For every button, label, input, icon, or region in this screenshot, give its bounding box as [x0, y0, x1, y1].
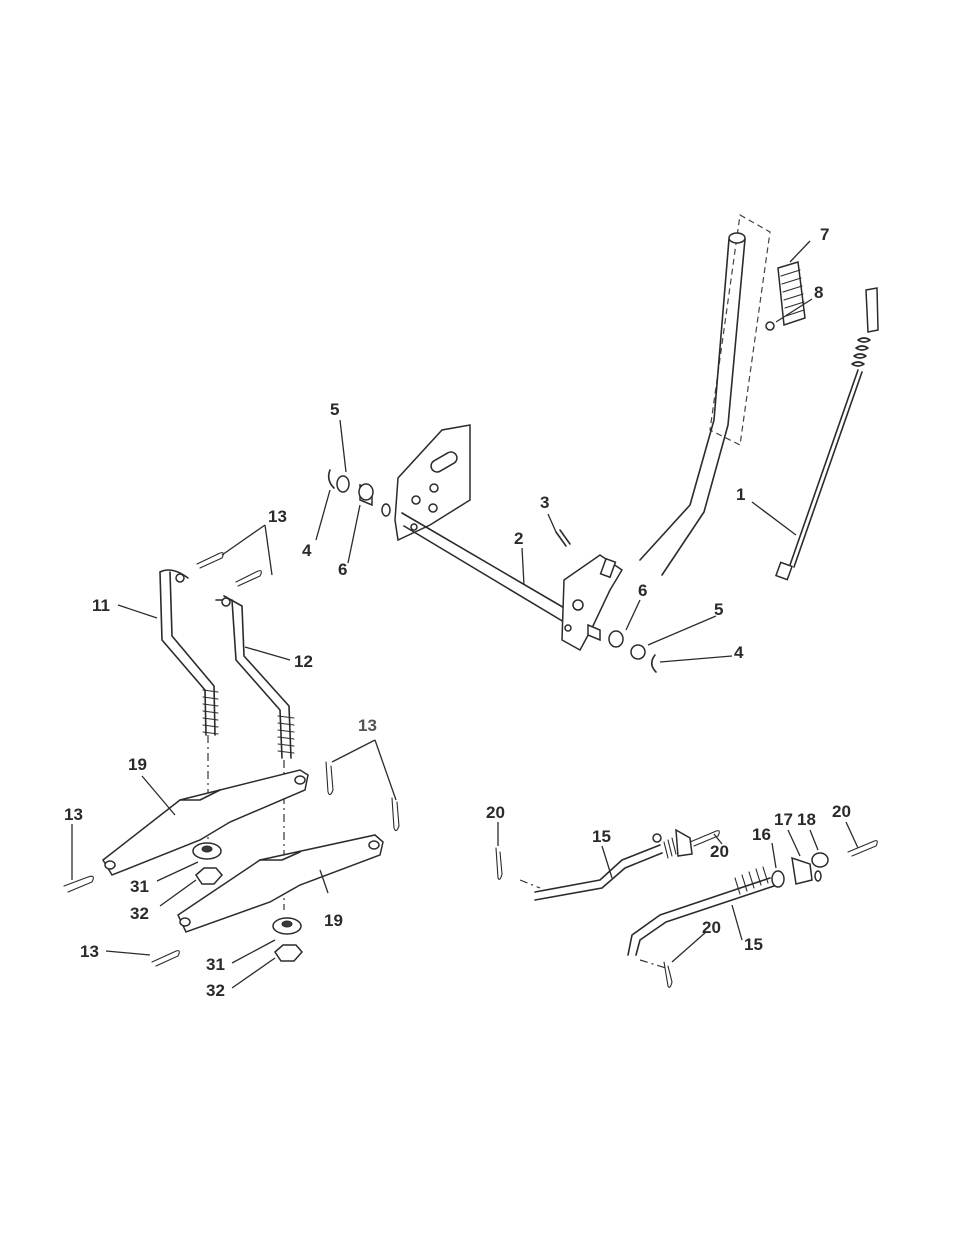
adjustment-rod-upper	[535, 830, 692, 900]
callout-8: 8	[814, 283, 823, 302]
callout-13-left: 13	[64, 805, 83, 824]
callout-4-right: 4	[734, 643, 744, 662]
callout-31-upper: 31	[130, 877, 149, 896]
callout-32-lower: 32	[206, 981, 225, 1000]
callout-32-upper: 32	[130, 904, 149, 923]
adjuster-hardware	[772, 853, 828, 887]
lift-link-left	[160, 570, 218, 735]
callout-16: 16	[752, 825, 771, 844]
callout-3: 3	[540, 493, 549, 512]
callout-12: 12	[294, 652, 313, 671]
mounting-plate	[395, 425, 470, 540]
callout-20-mid: 20	[710, 842, 729, 861]
callout-5-right: 5	[714, 600, 723, 619]
lift-lever-handle	[640, 233, 745, 575]
callout-20-right: 20	[832, 802, 851, 821]
callout-6-left: 6	[338, 560, 347, 579]
callout-labels: 7 8 1 2 3 5 4 6 6 5 4 13 11 12 13 19 13 …	[64, 225, 851, 1000]
callout-13-top: 13	[268, 507, 287, 526]
grip-retainer	[766, 322, 774, 330]
callout-4-left: 4	[302, 541, 312, 560]
lift-link-right	[216, 596, 294, 758]
callout-13-bottom: 13	[80, 942, 99, 961]
left-shaft-hardware	[329, 470, 373, 505]
callout-1: 1	[736, 485, 745, 504]
callout-20-left: 20	[486, 803, 505, 822]
callout-11: 11	[92, 596, 110, 615]
callout-2: 2	[514, 529, 523, 548]
callout-13-mid: 13	[358, 716, 377, 735]
callout-17: 17	[774, 810, 793, 829]
handle-grip	[778, 262, 805, 325]
alignment-centerlines	[208, 735, 666, 968]
callout-15-lower: 15	[744, 935, 763, 954]
callout-19-upper: 19	[128, 755, 147, 774]
right-shaft-hardware	[588, 625, 656, 672]
callout-5-left: 5	[330, 400, 339, 419]
roll-pin	[556, 530, 570, 546]
leader-lines	[72, 241, 858, 988]
bushing-nut-upper	[193, 843, 222, 884]
callout-6-right: 6	[638, 581, 647, 600]
bushing-nut-lower	[273, 918, 302, 961]
callout-18: 18	[797, 810, 816, 829]
cable-spring-rod	[776, 288, 878, 580]
lever-extension-outline	[710, 215, 770, 445]
hairpin-clips-top	[197, 553, 261, 586]
callout-15-upper: 15	[592, 827, 611, 846]
callout-20-lower: 20	[702, 918, 721, 937]
callout-19-lower: 19	[324, 911, 343, 930]
callout-31-lower: 31	[206, 955, 225, 974]
callout-7: 7	[820, 225, 829, 244]
